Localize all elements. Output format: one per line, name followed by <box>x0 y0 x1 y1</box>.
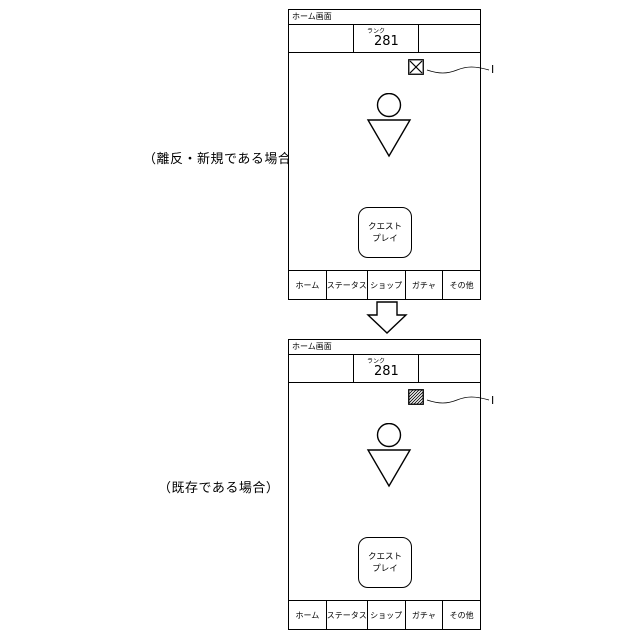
case-label-existing: （既存である場合） <box>158 477 279 496</box>
character-avatar-icon <box>365 93 413 159</box>
header-row: ランク 281 <box>289 355 480 383</box>
tab-other[interactable]: その他 <box>443 271 480 299</box>
home-screen-existing: ホーム画面 ランク 281 <box>288 339 481 630</box>
case-label-lapsed-or-new: （離反・新規である場合） <box>143 148 305 167</box>
tab-home[interactable]: ホーム <box>289 271 327 299</box>
tab-gacha[interactable]: ガチャ <box>406 271 444 299</box>
screen-title: ホーム画面 <box>289 10 480 25</box>
tab-status[interactable]: ステータス <box>327 601 368 629</box>
reference-label: I <box>491 394 494 407</box>
tab-shop[interactable]: ショップ <box>368 601 406 629</box>
tab-status[interactable]: ステータス <box>327 271 368 299</box>
quest-play-button[interactable]: クエスト プレイ <box>358 537 412 588</box>
bottom-tab-bar: ホーム ステータス ショップ ガチャ その他 <box>289 270 480 299</box>
tab-home[interactable]: ホーム <box>289 601 327 629</box>
tab-shop[interactable]: ショップ <box>368 271 406 299</box>
hatched-box-icon[interactable] <box>408 389 424 405</box>
rank-value: 281 <box>374 34 399 49</box>
down-arrow-icon <box>366 301 408 335</box>
tab-other[interactable]: その他 <box>443 601 480 629</box>
home-body: クエスト プレイ <box>289 383 480 600</box>
quest-play-label-line2: プレイ <box>372 233 398 245</box>
quest-play-label-line2: プレイ <box>372 563 398 575</box>
crossed-box-icon[interactable] <box>408 59 424 75</box>
home-body: クエスト プレイ <box>289 53 480 270</box>
reference-leader-line <box>425 60 495 80</box>
bottom-tab-bar: ホーム ステータス ショップ ガチャ その他 <box>289 600 480 629</box>
rank-box: ランク 281 <box>353 25 419 52</box>
rank-box: ランク 281 <box>353 355 419 382</box>
tab-gacha[interactable]: ガチャ <box>406 601 444 629</box>
character-avatar-icon <box>365 423 413 489</box>
quest-play-button[interactable]: クエスト プレイ <box>358 207 412 258</box>
quest-play-label-line1: クエスト <box>368 221 402 233</box>
screen-title: ホーム画面 <box>289 340 480 355</box>
reference-label: I <box>491 63 494 76</box>
rank-value: 281 <box>374 364 399 379</box>
header-row: ランク 281 <box>289 25 480 53</box>
quest-play-label-line1: クエスト <box>368 551 402 563</box>
reference-leader-line <box>425 390 495 410</box>
home-screen-lapsed-or-new: ホーム画面 ランク 281 クエスト プレイ ホーム ステータス ショップ ガチ… <box>288 9 481 300</box>
